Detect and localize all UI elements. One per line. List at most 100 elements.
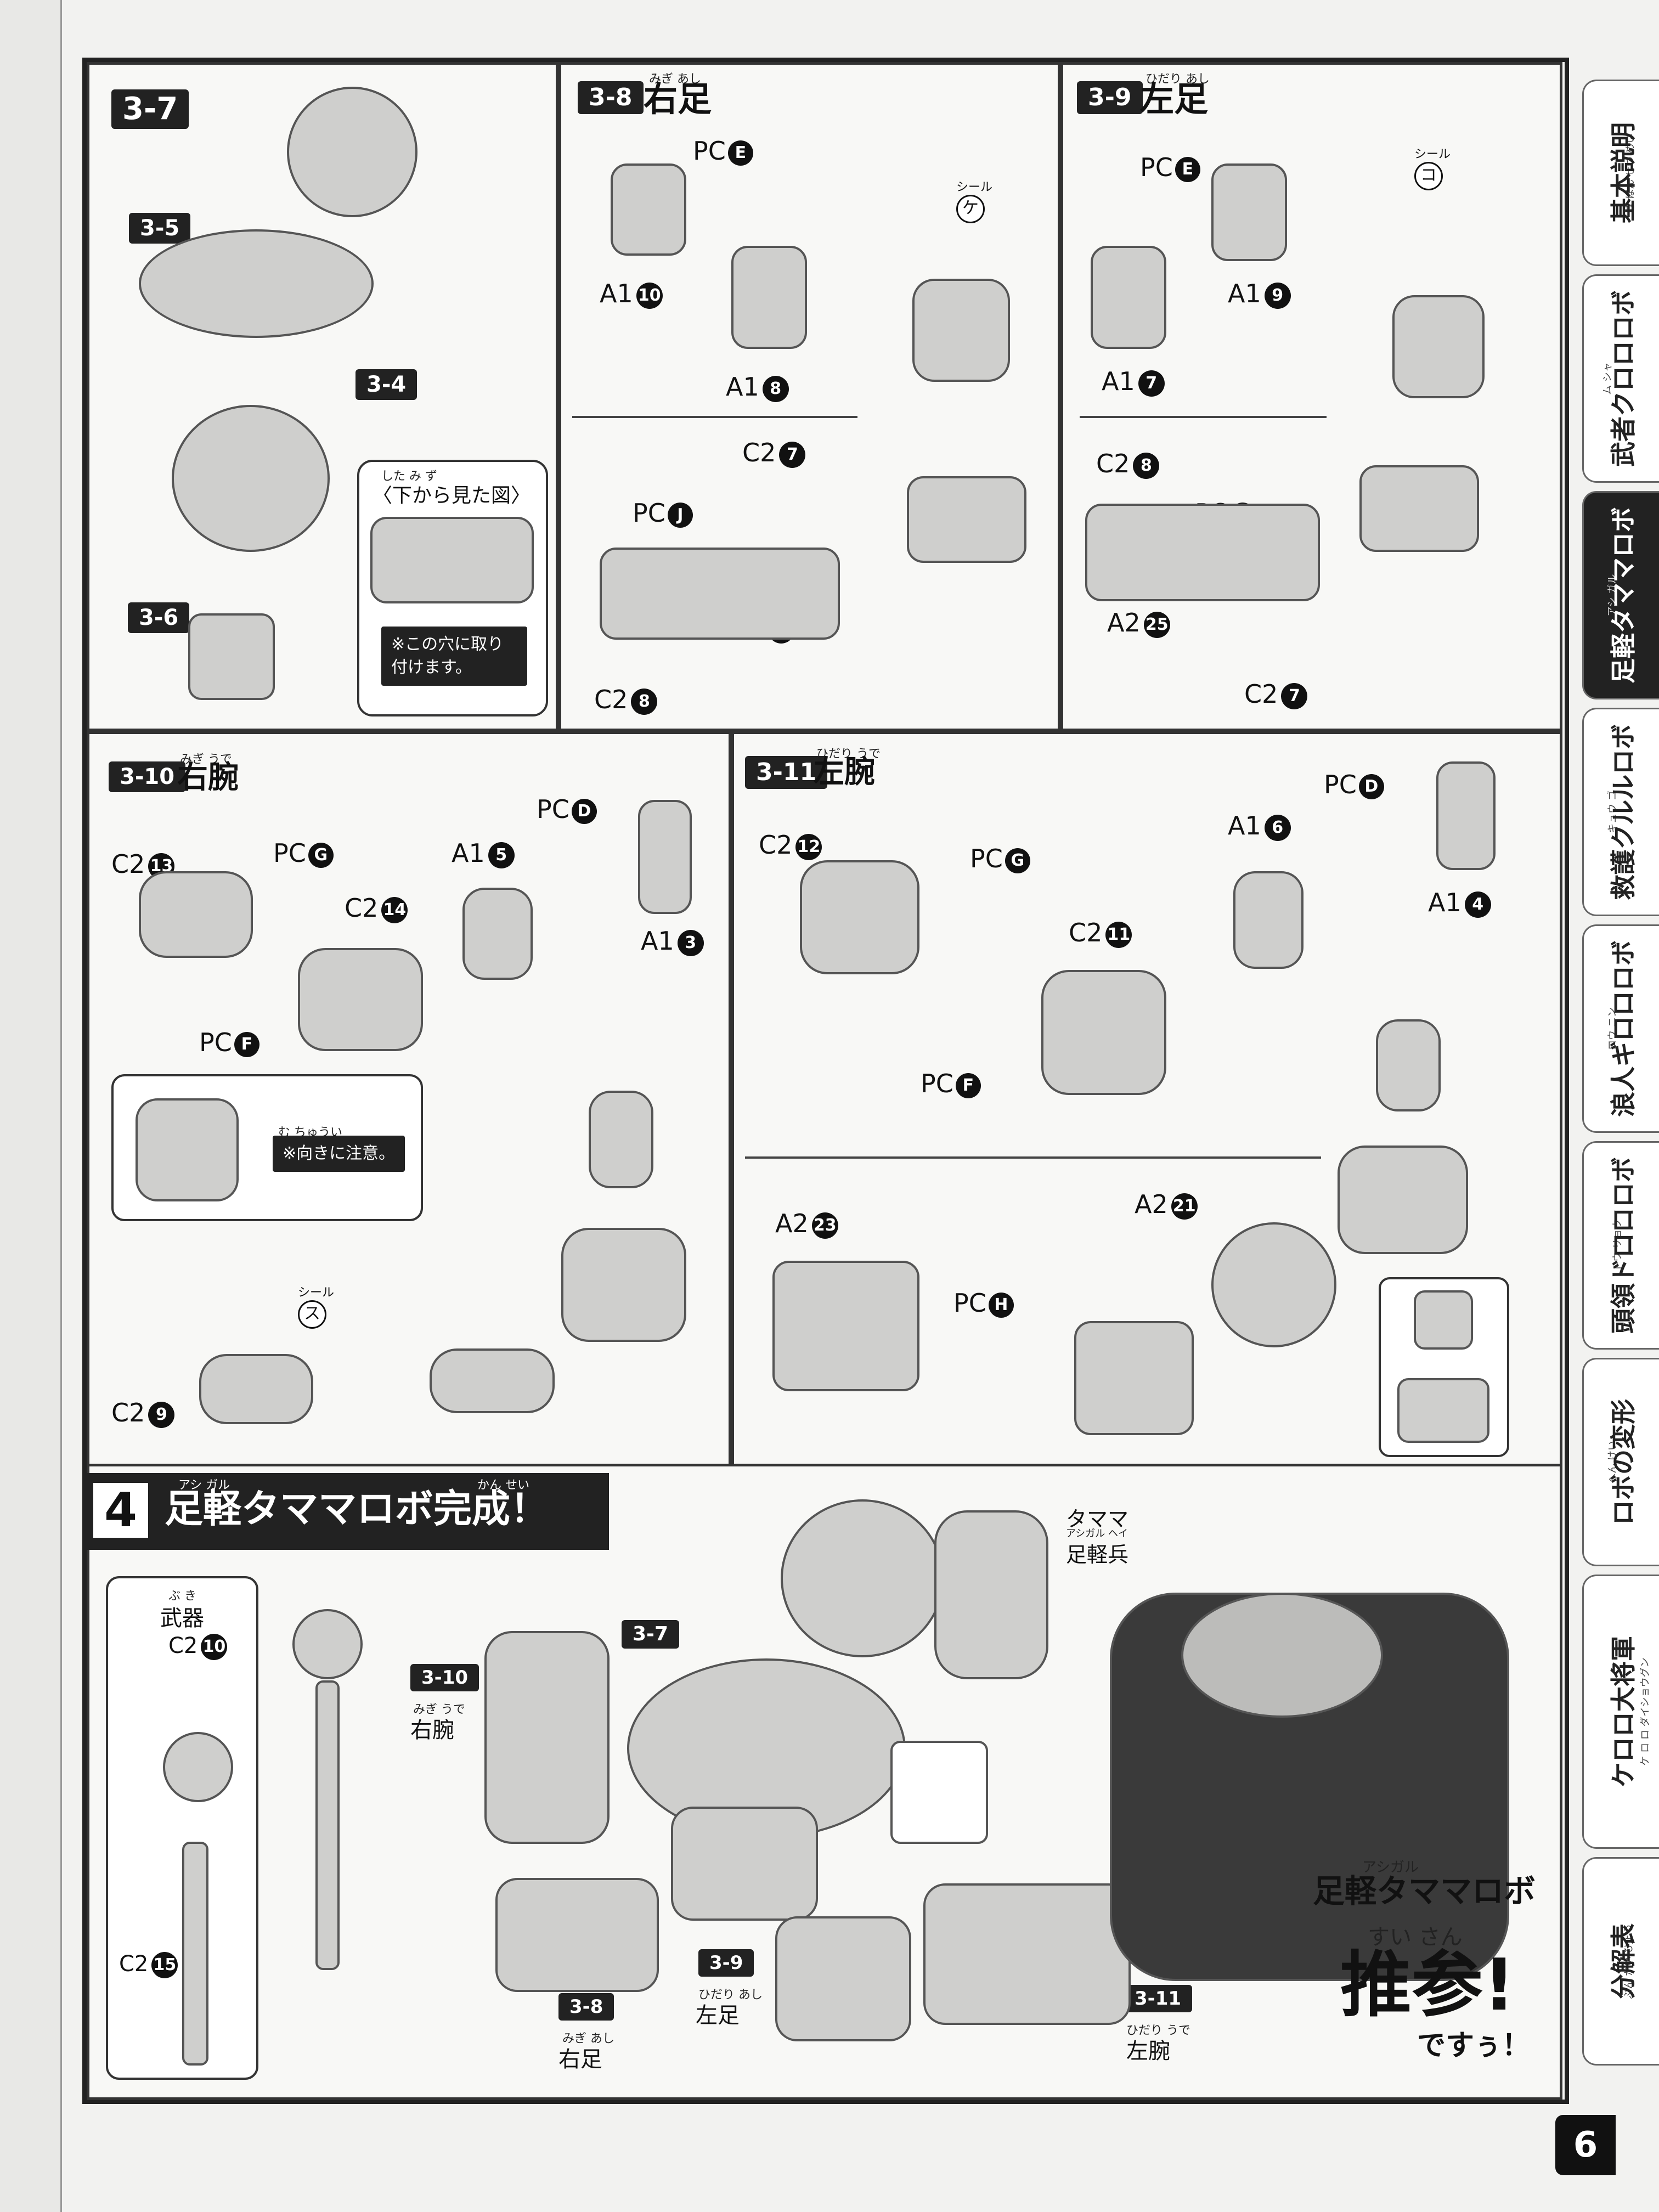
side-tab-kyugo-kururu[interactable]: キュウ ゴ救護クルルロボ: [1582, 708, 1659, 916]
mount-note: ※この穴に取り付けます。: [381, 627, 527, 686]
ref-badge-3-10: 3-10: [410, 1664, 479, 1691]
ref-badge-3-11: 3-11: [1124, 1985, 1193, 2012]
arm-joint-part: [800, 860, 919, 974]
side-tab-musha-kururu[interactable]: ム シャ武者クロロロボ: [1582, 274, 1659, 483]
step-badge: 3-7: [111, 89, 189, 129]
tamama-figure: [934, 1510, 1048, 1679]
part-number: 8: [631, 688, 658, 715]
leg-part: [611, 163, 686, 256]
part-code: A2: [1135, 1189, 1168, 1219]
step-title: 右足: [644, 79, 712, 119]
title-ruby: みぎ うで: [180, 753, 232, 766]
dome-lid-part: [287, 87, 417, 217]
part-code: A1: [1228, 279, 1261, 308]
upper-arm-part: [462, 888, 533, 980]
part-number: 7: [779, 441, 806, 468]
part-code: PC: [970, 844, 1003, 873]
side-tab-toryo-dororo[interactable]: トウ リョウ頭領ドロロロボ: [1582, 1141, 1659, 1350]
part-code: C2: [1244, 679, 1278, 709]
part-number: 10: [636, 282, 663, 309]
part-number: 14: [381, 896, 408, 923]
step-badge: 3-8: [578, 81, 644, 114]
arm-joint-part: [139, 871, 253, 958]
leg-cover-part: [912, 279, 1010, 382]
step-4-banner: 4 アシ ガル かん せい 足軽タママロボ完成！: [82, 1473, 609, 1550]
ref-label: 右腕: [410, 1718, 454, 1743]
part-letter: E: [727, 140, 753, 166]
part-code: C2: [759, 830, 793, 860]
side-tab-basics[interactable]: き ほん せつ めい基本説明: [1582, 80, 1659, 266]
orientation-note: ※向きに注意。: [273, 1136, 405, 1172]
weapon-ruby: ぶ き: [168, 1589, 196, 1603]
left-arm-assembly: [923, 1883, 1131, 2025]
part-number: 21: [1171, 1193, 1198, 1220]
foot-frame-part: [600, 548, 840, 640]
part-number: 10: [201, 1634, 228, 1660]
shoulder-part: [589, 1091, 653, 1188]
side-tab-parts-list[interactable]: ぶん かい ひょう分解表: [1582, 1857, 1659, 2066]
figure-ruby: アシガル ヘイ: [1066, 1528, 1128, 1539]
seal-text: シール: [956, 180, 993, 194]
part-code: PC: [1140, 153, 1173, 182]
arm-joint-part: [1041, 970, 1166, 1095]
right-leg-assembly: [495, 1878, 659, 1992]
side-tab-keroro-shogun[interactable]: ケ ロ ロ ダイショウグンケロロ大将軍: [1582, 1575, 1659, 1849]
part-number: 7: [1281, 682, 1308, 709]
side-tab-robo-transform[interactable]: へん けいロボの変形: [1582, 1358, 1659, 1566]
seal-label: シールケ: [956, 177, 992, 223]
part-code: C2: [594, 685, 628, 714]
assembled-spear: [292, 1609, 363, 1679]
side-tab-ashigaru-tamama[interactable]: アシ ガル足軽タママロボ: [1582, 491, 1659, 699]
part-code: A1: [726, 372, 759, 402]
leg-cover-part: [1392, 295, 1485, 398]
joint-detail-callout: [890, 1741, 988, 1844]
step-badge: 3-11: [745, 756, 828, 789]
part-code: A2: [1107, 608, 1141, 637]
part-number: 8: [1133, 452, 1160, 479]
right-arm-assembly: [484, 1631, 610, 1844]
hand-part: [772, 1261, 919, 1391]
step-ref-badge: 3-5: [129, 213, 191, 244]
step-4-title: 足軽タママロボ完成！: [165, 1486, 549, 1531]
tab-label: 武者クロロロボ: [1608, 290, 1638, 467]
step-number: 4: [93, 1483, 148, 1538]
part-letter: G: [308, 842, 334, 868]
part-letter: G: [1005, 848, 1030, 873]
part-code: A1: [600, 279, 633, 308]
shield-mount-part: [199, 1354, 313, 1424]
robot-hat: [1181, 1593, 1383, 1718]
figure-label: タママ: [1066, 1507, 1129, 1531]
part-code: C2: [1096, 449, 1130, 478]
tab-label: 基本説明: [1608, 122, 1638, 223]
weapon-label: 武器: [160, 1606, 204, 1631]
banner-ruby: かん せい: [477, 1479, 529, 1492]
part-number: 3: [677, 929, 704, 956]
ref-ruby: ひだり うで: [1126, 2024, 1190, 2038]
part-letter: F: [234, 1031, 259, 1057]
side-tab-ronin-giroro[interactable]: ロウ ニン浪人ギロロロボ: [1582, 924, 1659, 1133]
title-ruby: ひだり あし: [1146, 72, 1210, 86]
part-letter: D: [571, 798, 597, 824]
ref-badge-3-8: 3-8: [558, 1993, 614, 2021]
divider: [572, 416, 857, 418]
upper-arm-part: [638, 800, 692, 914]
